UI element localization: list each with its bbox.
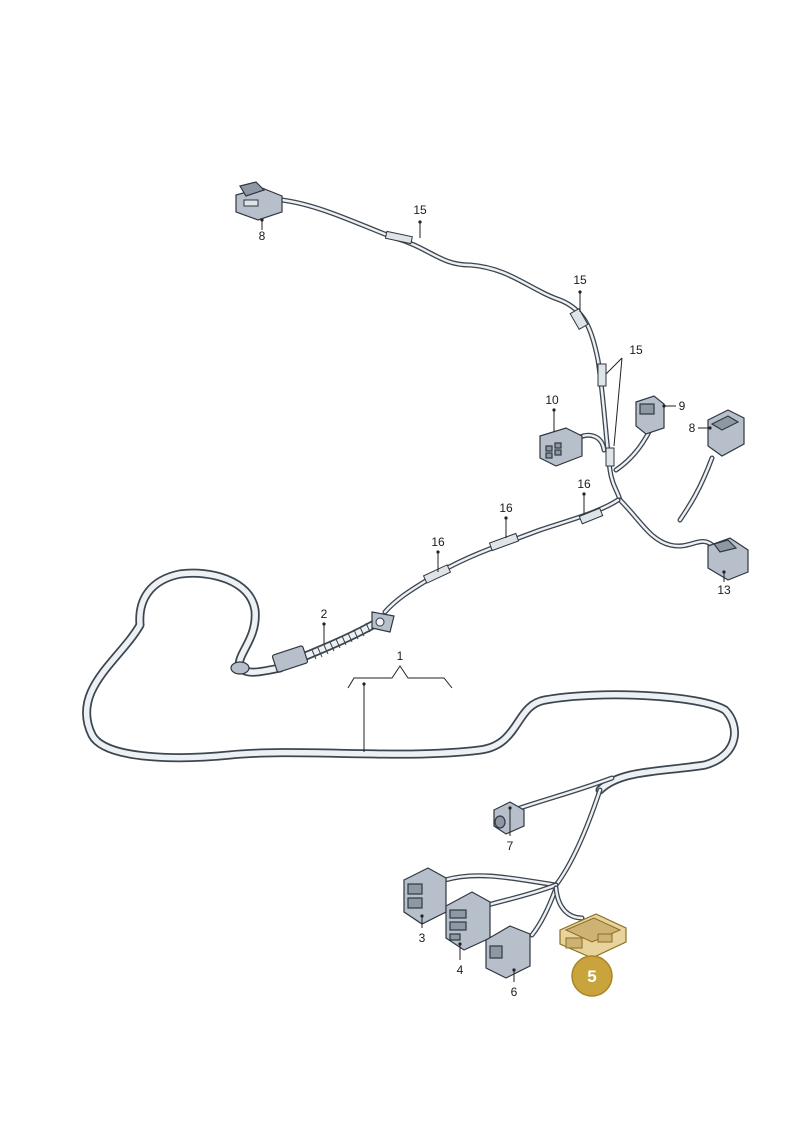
connector-4: [445, 891, 491, 951]
callout-8-top: 8: [259, 229, 266, 243]
clip-16-b: [488, 532, 520, 552]
connector-8-right: [707, 409, 745, 457]
connector-7: [493, 801, 525, 835]
callout-10: 10: [545, 393, 559, 407]
callout-6: 6: [511, 985, 518, 999]
leader-lines: [260, 218, 726, 982]
callout-15-a: 15: [413, 203, 427, 217]
callout-15-b: 15: [573, 273, 587, 287]
callout-16-a: 16: [431, 535, 445, 549]
callout-4: 4: [457, 963, 464, 977]
callout-3: 3: [419, 931, 426, 945]
clip-15-a: [384, 230, 413, 245]
cable-clips: [384, 230, 615, 584]
clip-16-a: [422, 564, 452, 584]
callout-16-b: 16: [499, 501, 513, 515]
badge-circle: [571, 955, 613, 997]
connector-10: [539, 427, 583, 467]
callout-13: 13: [717, 583, 731, 597]
callout-2: 2: [321, 607, 328, 621]
connector-8-top: [235, 181, 283, 221]
cable-end-boot: [230, 661, 250, 675]
corrugated-tube: [230, 611, 395, 675]
harness-cables: [82, 197, 739, 938]
callout-1: 1: [397, 649, 404, 663]
connector-6: [485, 925, 531, 979]
connector-13: [707, 537, 749, 581]
connector-3: [403, 867, 447, 925]
clip-15-c: [597, 363, 607, 387]
callout-5: 5: [587, 967, 596, 986]
callout-7: 7: [507, 839, 514, 853]
clip-15-b: [569, 308, 589, 330]
connector-5-highlighted: [559, 913, 627, 959]
callout-9: 9: [679, 399, 686, 413]
clip-16-c: [578, 507, 604, 525]
callout-8-right: 8: [689, 421, 696, 435]
part-5-badge[interactable]: 5: [571, 955, 613, 997]
callout-15-c: 15: [629, 343, 643, 357]
callout-16-c: 16: [577, 477, 591, 491]
callout-labels: 8 15 15 15 10 9 8 16 16 16 13 2 1 7 3 4 …: [259, 203, 731, 999]
protective-sleeve: [271, 645, 309, 673]
connector-9: [635, 395, 665, 435]
clip-15-d: [605, 447, 615, 467]
